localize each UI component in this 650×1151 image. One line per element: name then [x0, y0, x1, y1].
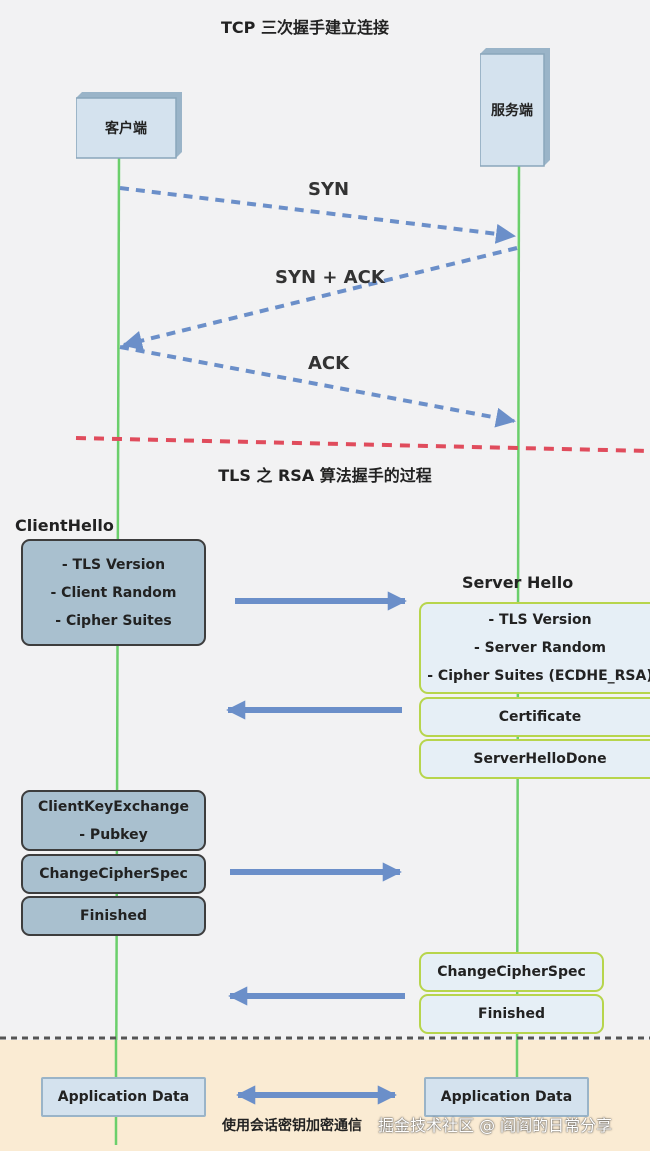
certificate-box: Certificate — [419, 697, 650, 737]
client-hello-line: - Cipher Suites — [55, 612, 172, 629]
server-hello-line: - TLS Version — [488, 612, 592, 628]
change-cipher-spec-client-box: ChangeCipherSpec — [21, 854, 206, 894]
client-hello-box: - TLS Version - Client Random - Cipher S… — [21, 539, 206, 646]
server-hello-done-box: ServerHelloDone — [419, 739, 650, 779]
app-data-client-box: Application Data — [41, 1077, 206, 1117]
ack-label: ACK — [308, 353, 350, 374]
server-hello-title: Server Hello — [462, 573, 574, 592]
syn-ack-label: SYN + ACK — [275, 267, 385, 288]
client-hello-line: - TLS Version — [61, 556, 166, 573]
syn-label: SYN — [308, 179, 350, 200]
client-key-exchange-box: ClientKeyExchange - Pubkey — [21, 790, 206, 851]
server-hello-line: - Cipher Suites (ECDHE_RSA) — [427, 668, 650, 684]
client-key-exchange-line: ClientKeyExchange — [37, 798, 190, 815]
server-hello-line: - Server Random — [474, 640, 606, 656]
server-participant: 服务端 — [491, 103, 533, 119]
server-hello-box: - TLS Version - Server Random - Cipher S… — [419, 602, 650, 694]
finished-server-box: Finished — [419, 994, 604, 1034]
finished-client-box: Finished — [21, 896, 206, 936]
change-cipher-spec-server-box: ChangeCipherSpec — [419, 952, 604, 992]
client-lifeline — [114, 154, 121, 1146]
tls-divider — [75, 436, 650, 453]
syn-ack-arrow — [122, 246, 518, 351]
server-participant-frame — [480, 48, 550, 167]
client-participant-frame — [76, 92, 182, 159]
syn-arrow — [119, 186, 516, 244]
app-data-server-box: Application Data — [424, 1077, 589, 1117]
session-note: 使用会话密钥加密通信 — [222, 1118, 362, 1134]
ack-arrow — [119, 345, 516, 428]
tls-title: TLS 之 RSA 算法握手的过程 — [218, 466, 432, 485]
client-hello-title: ClientHello — [15, 516, 114, 535]
client-key-exchange-line: - Pubkey — [79, 826, 148, 843]
client-hello-line: - Client Random — [50, 584, 177, 601]
tcp-title: TCP 三次握手建立连接 — [221, 18, 389, 37]
watermark: 掘金技术社区 @ 阎阎的日常分享 — [378, 1116, 613, 1135]
client-participant: 客户端 — [105, 121, 147, 137]
